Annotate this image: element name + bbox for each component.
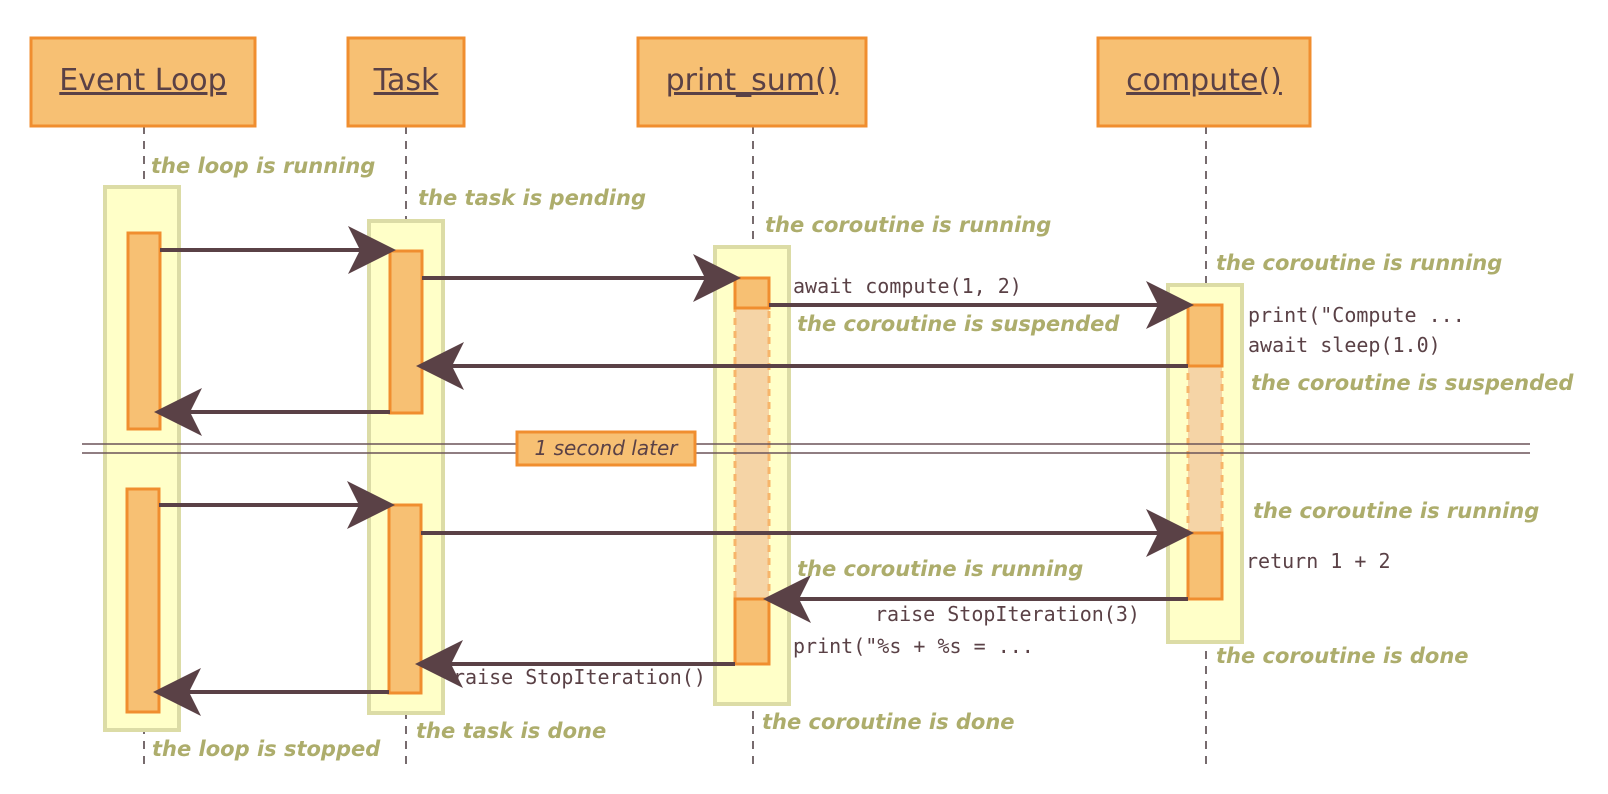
print-sum-activation-1 [733, 276, 771, 310]
print-sum-suspended-label: the coroutine is suspended [797, 312, 1120, 336]
loop-stopped-label: the loop is stopped [152, 737, 381, 761]
print-sum-activation-2 [733, 597, 771, 666]
compute-actor-title: compute() [1126, 63, 1282, 98]
compute-suspended-label: the coroutine is suspended [1251, 371, 1574, 395]
event-loop-activation-2 [125, 487, 161, 714]
print-sum-result-code: print("%s + %s = ... [793, 634, 1034, 658]
compute-running-again-label: the coroutine is running [1253, 499, 1539, 523]
compute-activation-1 [1186, 303, 1224, 368]
print-sum-running-again-label: the coroutine is running [797, 557, 1083, 581]
task-done-label: the task is done [416, 719, 606, 743]
compute-running-label: the coroutine is running [1216, 251, 1502, 275]
event-loop-actor-box [29, 36, 257, 128]
event-loop-activation-1 [126, 231, 162, 431]
task-activation-2 [387, 503, 423, 695]
print-compute-code: print("Compute ... [1248, 303, 1465, 327]
time-marker-label: 1 second later [535, 436, 680, 460]
task-actor-title: Task [373, 63, 439, 98]
print-sum-actor-title: print_sum() [666, 63, 839, 98]
print-sum-done-label: the coroutine is done [762, 710, 1015, 734]
loop-running-label: the loop is running [151, 154, 375, 178]
raise-stopiteration-3-code: raise StopIteration(3) [875, 602, 1140, 626]
task-actor-box [346, 36, 466, 128]
compute-done-label: the coroutine is done [1216, 644, 1469, 668]
print-sum-actor-box [636, 36, 868, 128]
task-pending-label: the task is pending [418, 186, 646, 210]
event-loop-actor-title: Event Loop [59, 63, 226, 98]
await-sleep-code: await sleep(1.0) [1248, 333, 1441, 357]
compute-activation-2 [1186, 531, 1224, 601]
raise-stopiteration-code: raise StopIteration() [453, 665, 706, 689]
print-sum-running-label: the coroutine is running [765, 213, 1051, 237]
compute-suspended-segment [1186, 364, 1224, 536]
return-sum-code: return 1 + 2 [1246, 549, 1391, 573]
compute-actor-box [1096, 36, 1312, 128]
await-compute-code: await compute(1, 2) [793, 274, 1022, 298]
task-activation-1 [388, 249, 424, 415]
time-marker-box [515, 430, 697, 467]
